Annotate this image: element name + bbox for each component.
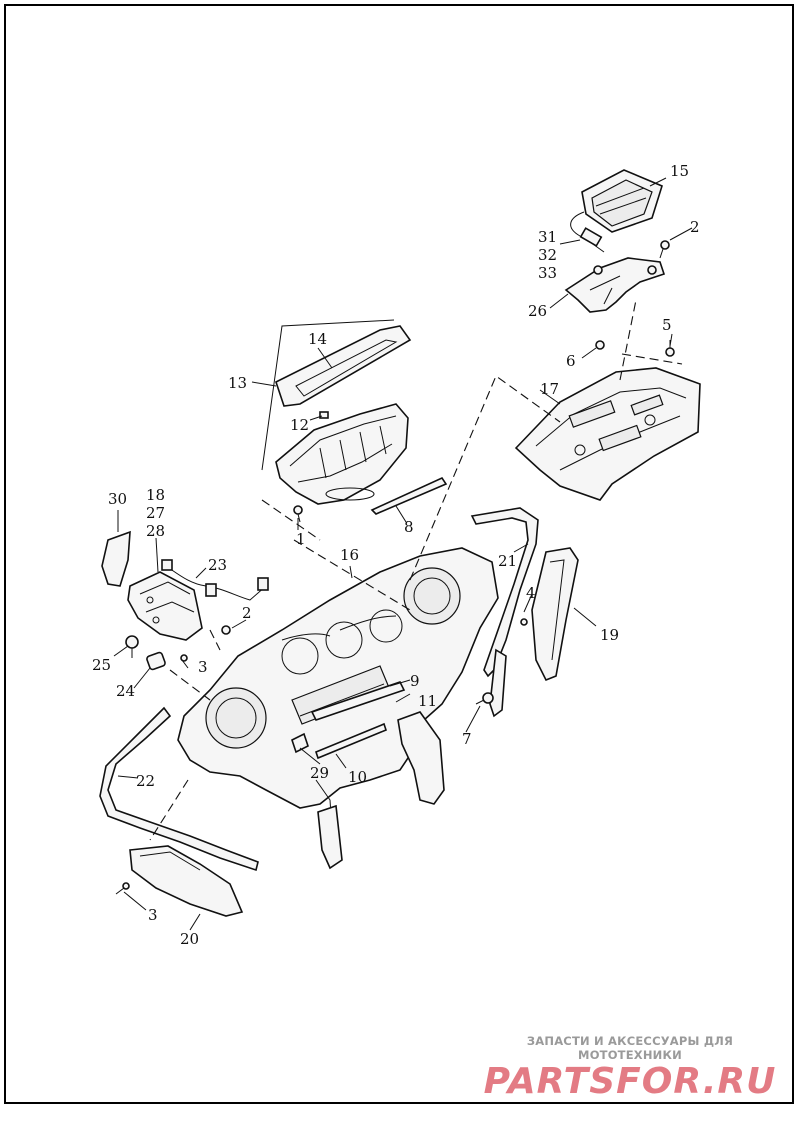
part-23-harness (161, 559, 269, 601)
callout-labels: 15 2 31 32 33 26 6 5 14 13 12 17 1 8 30 … (92, 162, 700, 948)
callout-19: 19 (600, 626, 619, 644)
part-screw-right (520, 618, 528, 626)
callout-5: 5 (662, 316, 672, 334)
part-9-rail (310, 681, 406, 721)
part-2-screw-left (221, 625, 231, 635)
leader-lines (113, 177, 693, 931)
callout-30: 30 (108, 490, 127, 508)
part-20-lower-cover (129, 845, 244, 917)
callout-3-bottom: 3 (148, 906, 158, 924)
part-1-screw (293, 505, 303, 523)
part-14-trim (275, 325, 412, 407)
callout-20: 20 (180, 930, 199, 948)
part-29-clip (291, 732, 309, 754)
callout-21: 21 (498, 552, 517, 570)
part-22-trim (99, 706, 259, 872)
part-31-cable (570, 211, 605, 253)
part-5-screw (665, 340, 675, 357)
part-17-mounting-plate (514, 367, 701, 501)
callout-32: 32 (538, 246, 557, 264)
callout-7: 7 (462, 730, 472, 748)
callout-12: 12 (290, 416, 309, 434)
watermark-tagline: ЗАПАСТИ И АКСЕССУАРЫ ДЛЯ МОТОТЕХНИКИ (526, 1034, 734, 1062)
callout-4: 4 (526, 584, 536, 602)
part-6-nut (595, 340, 605, 350)
part-24-grommet (146, 651, 166, 671)
callout-18: 18 (146, 486, 165, 504)
callout-14: 14 (308, 330, 327, 348)
assembly-lines (149, 299, 683, 841)
part-16-inner-fairing (177, 547, 499, 861)
callout-11: 11 (418, 692, 437, 710)
part-15-module (581, 169, 663, 233)
part-19-cover (531, 547, 579, 682)
part-12-clip (319, 411, 329, 419)
callout-1: 1 (296, 530, 306, 548)
callout-15: 15 (670, 162, 689, 180)
callout-13: 13 (228, 374, 247, 392)
callout-2-top: 2 (690, 218, 700, 236)
callout-33: 33 (538, 264, 557, 282)
callout-17: 17 (540, 380, 559, 398)
callout-23: 23 (208, 556, 227, 574)
part-28-housing (127, 571, 203, 641)
callout-27: 27 (146, 504, 165, 522)
callout-8: 8 (404, 518, 414, 536)
part-13-bezel (275, 403, 409, 505)
callout-29: 29 (310, 764, 329, 782)
callout-16: 16 (340, 546, 359, 564)
callout-9: 9 (410, 672, 420, 690)
watermark: ЗАПАСТИ И АКСЕССУАРЫ ДЛЯ МОТОТЕХНИКИ PAR… (480, 1034, 780, 1102)
callout-25: 25 (92, 656, 111, 674)
callout-24: 24 (116, 682, 135, 700)
part-mount-bracket (317, 711, 445, 870)
part-8-strip (370, 476, 448, 515)
callout-28: 28 (146, 522, 165, 540)
part-21-trim (470, 507, 539, 678)
callout-22: 22 (136, 772, 155, 790)
callout-26: 26 (528, 302, 547, 320)
callout-6: 6 (566, 352, 576, 370)
part-3-screw-mid (180, 654, 188, 662)
part-26-bracket (564, 257, 666, 313)
callout-31: 31 (538, 228, 557, 246)
part-25-fastener (125, 635, 139, 658)
part-2-screw-top (659, 240, 670, 259)
part-10-strip (315, 722, 387, 760)
part-30-mirror (101, 530, 131, 587)
callout-3-mid: 3 (198, 658, 208, 676)
callout-2-left: 2 (242, 604, 252, 622)
watermark-logo: PARTSFOR.RU (483, 1061, 777, 1102)
part-3-screw-bottom (115, 882, 130, 895)
page-border (4, 4, 794, 1104)
part-7-screw (475, 692, 494, 705)
callout-10: 10 (348, 768, 367, 786)
